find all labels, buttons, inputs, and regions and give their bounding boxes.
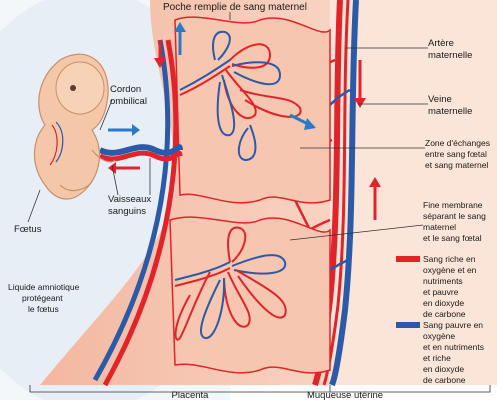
label-poche: Poche remplie de sang maternel xyxy=(163,2,307,13)
maternal-blood-pouch-top xyxy=(174,16,331,204)
legend-red-5: en dioxyde xyxy=(423,298,464,308)
foetus-illustration xyxy=(33,53,116,200)
legend-blue-6: de carbone xyxy=(423,375,466,385)
red-blood-legend-bar xyxy=(396,256,420,262)
flow-arrows xyxy=(108,22,381,220)
blue-blood-legend-bar xyxy=(396,322,420,328)
maternal-vein xyxy=(329,0,359,387)
leader-lines xyxy=(27,12,491,393)
chorionic-villi-bottom xyxy=(174,226,287,341)
legend-red-1: Sang riche en xyxy=(423,254,476,264)
legend-blue-5: en dioxyde xyxy=(423,364,464,374)
legend-blue-1: Sang pauvre en xyxy=(423,320,483,330)
umbilical-vein xyxy=(98,144,183,156)
label-artere-2: maternelle xyxy=(428,50,472,61)
label-liquide-2: protégeant xyxy=(22,293,63,303)
label-vaisseaux-1: Vaisseaux xyxy=(108,194,151,205)
legend-red-6: de carbone xyxy=(423,309,466,319)
label-muqueuse: Muqueuse utérine xyxy=(307,390,383,400)
legend-red-4: et pauvre xyxy=(423,287,459,297)
label-cordon-1: Cordon xyxy=(110,84,141,95)
label-membrane-3: maternel xyxy=(423,222,456,232)
label-liquide-3: le fœtus xyxy=(28,304,59,314)
umbilical-artery xyxy=(98,150,183,162)
label-vaisseaux-2: sanguins xyxy=(108,206,146,217)
label-zone-1: Zone d'échanges xyxy=(425,138,490,148)
label-membrane-2: séparant le sang xyxy=(423,211,486,221)
legend-red-3: nutriments xyxy=(423,276,463,286)
label-membrane-4: et le sang fœtal xyxy=(423,233,482,243)
muqueuse-tissue xyxy=(330,0,497,385)
legend-red-2: oxygène et en xyxy=(423,265,477,275)
label-liquide-1: Liquide amniotique xyxy=(8,282,80,292)
fetal-artery-plate xyxy=(102,39,179,387)
legend-blue-4: et riche xyxy=(423,353,451,363)
fetal-vein-plate xyxy=(92,39,171,382)
legend-blue-3: et en nutriments xyxy=(423,342,484,352)
label-zone-3: et sang maternel xyxy=(425,160,488,170)
maternal-blood-pouch-bottom xyxy=(169,216,331,374)
label-veine-2: maternelle xyxy=(428,106,472,117)
label-veine-1: Veine xyxy=(428,94,452,105)
label-zone-2: entre sang fœtal xyxy=(425,149,487,159)
label-foetus: Fœtus xyxy=(14,224,42,235)
legend-blue-2: oxygène xyxy=(423,331,455,341)
chorionic-villi-top xyxy=(179,30,302,162)
label-cordon-2: ombilical xyxy=(110,96,147,107)
label-artere-1: Artère xyxy=(428,38,454,49)
label-placenta: Placenta xyxy=(172,390,210,400)
label-membrane-1: Fine membrane xyxy=(423,200,483,210)
